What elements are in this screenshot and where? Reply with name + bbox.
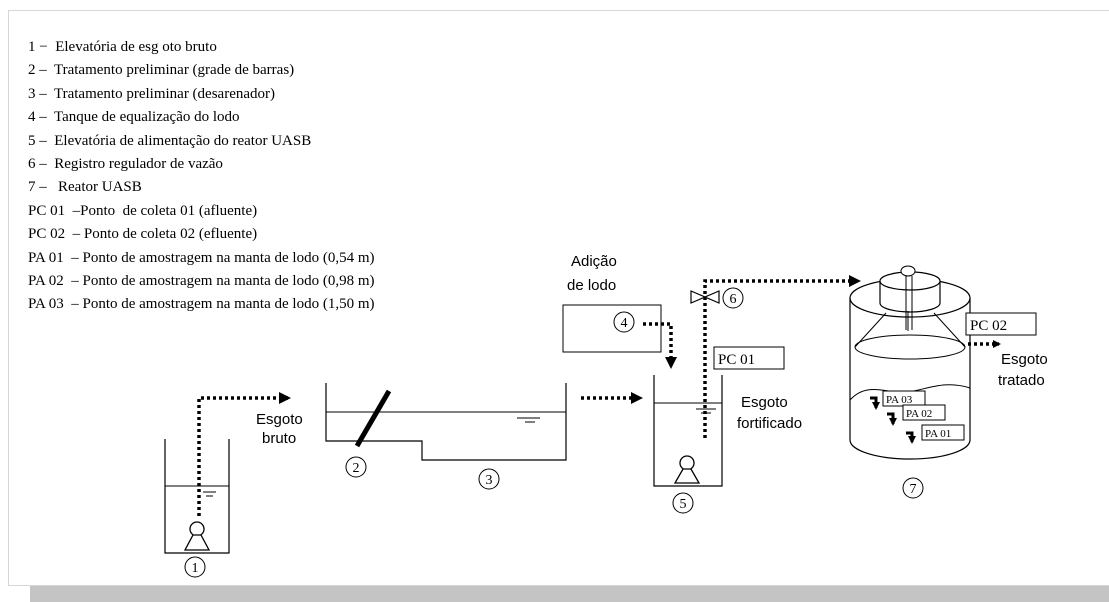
legend-item-pc01: PC 01 –Ponto de coleta 01 (afluente) (28, 202, 258, 219)
point-pa01-label: PA 01 (925, 428, 951, 440)
marker-unit-5: 5 (672, 492, 694, 514)
sampling-arrow-pa01 (906, 431, 916, 444)
label-esgoto-fortificado-line2: fortificado (737, 415, 802, 432)
marker-unit-6: 6 (722, 287, 744, 309)
legend-item-pa01: PA 01 – Ponto de amostragem na manta de … (28, 249, 375, 266)
legend-item-pa02: PA 02 – Ponto de amostragem na manta de … (28, 273, 375, 290)
legend-item-5: 5 – Elevatória de alimentação do reator … (28, 132, 312, 149)
unit-4-sludge-tank (562, 304, 662, 353)
point-pc02-box: PC 02 (965, 312, 1037, 336)
label-esgoto-fortificado-line1: Esgoto (741, 394, 788, 411)
legend-item-6: 6 – Registro regulador de vazão (28, 156, 223, 173)
marker-unit-6-number: 6 (730, 292, 737, 307)
point-pa02-label: PA 02 (906, 408, 932, 420)
label-adicao-line1: Adição (571, 253, 617, 270)
units-2-3-preliminary-channel (325, 383, 567, 461)
marker-unit-1: 1 (184, 556, 206, 578)
point-pc02-label: PC 02 (970, 318, 1007, 334)
point-pa01-box: PA 01 (921, 424, 965, 441)
point-pc01-label: PC 01 (718, 352, 755, 368)
label-esgoto-tratado-line2: tratado (998, 372, 1045, 389)
marker-unit-7-number: 7 (910, 482, 917, 497)
marker-unit-1-number: 1 (192, 561, 199, 576)
legend-list: 1 − Elevatória de esg oto bruto 2 – Trat… (28, 36, 375, 317)
marker-unit-7: 7 (902, 477, 924, 499)
label-esgoto-tratado-line1: Esgoto (1001, 351, 1048, 368)
valve-icon-6 (690, 290, 720, 304)
marker-unit-2: 2 (345, 456, 367, 478)
legend-item-pa03: PA 03 – Ponto de amostragem na manta de … (28, 296, 375, 313)
unit-1-raw-sewage-pump-tank (164, 439, 230, 554)
label-esgoto-bruto-line1: Esgoto (256, 411, 303, 428)
frame-shadow (30, 586, 1109, 602)
point-pa03-box: PA 03 (882, 390, 926, 407)
point-pa03-label: PA 03 (886, 394, 913, 406)
bar-screen (354, 389, 392, 448)
legend-item-4: 4 – Tanque de equalização do lodo (28, 109, 240, 126)
marker-unit-2-number: 2 (353, 461, 360, 476)
diagram-frame (8, 10, 1109, 586)
marker-unit-3-number: 3 (486, 473, 493, 488)
label-esgoto-bruto-line2: bruto (262, 430, 296, 447)
legend-item-pc02: PC 02 – Ponto de coleta 02 (efluente) (28, 226, 258, 243)
sampling-arrow-pa03 (870, 396, 880, 410)
pump-icon-5 (673, 455, 701, 484)
marker-unit-3: 3 (478, 468, 500, 490)
marker-unit-4-number: 4 (621, 316, 628, 331)
legend-item-3: 3 – Tratamento preliminar (desarenador) (28, 85, 276, 102)
marker-unit-4: 4 (613, 311, 635, 333)
point-pc01-box: PC 01 (713, 346, 785, 370)
pump-icon-1 (183, 521, 211, 551)
marker-unit-5-number: 5 (680, 497, 687, 512)
flow-arrow-4-to-5 (643, 322, 677, 369)
point-pa02-box: PA 02 (902, 404, 946, 421)
label-adicao-line2: de lodo (567, 277, 616, 294)
flow-arrow-5-to-7 (703, 275, 861, 438)
legend-item-1: 1 − Elevatória de esg oto bruto (28, 39, 217, 55)
legend-item-7: 7 – Reator UASB (28, 179, 142, 196)
legend-item-2: 2 – Tratamento preliminar (grade de barr… (28, 62, 295, 79)
sampling-arrow-pa02 (887, 412, 897, 426)
